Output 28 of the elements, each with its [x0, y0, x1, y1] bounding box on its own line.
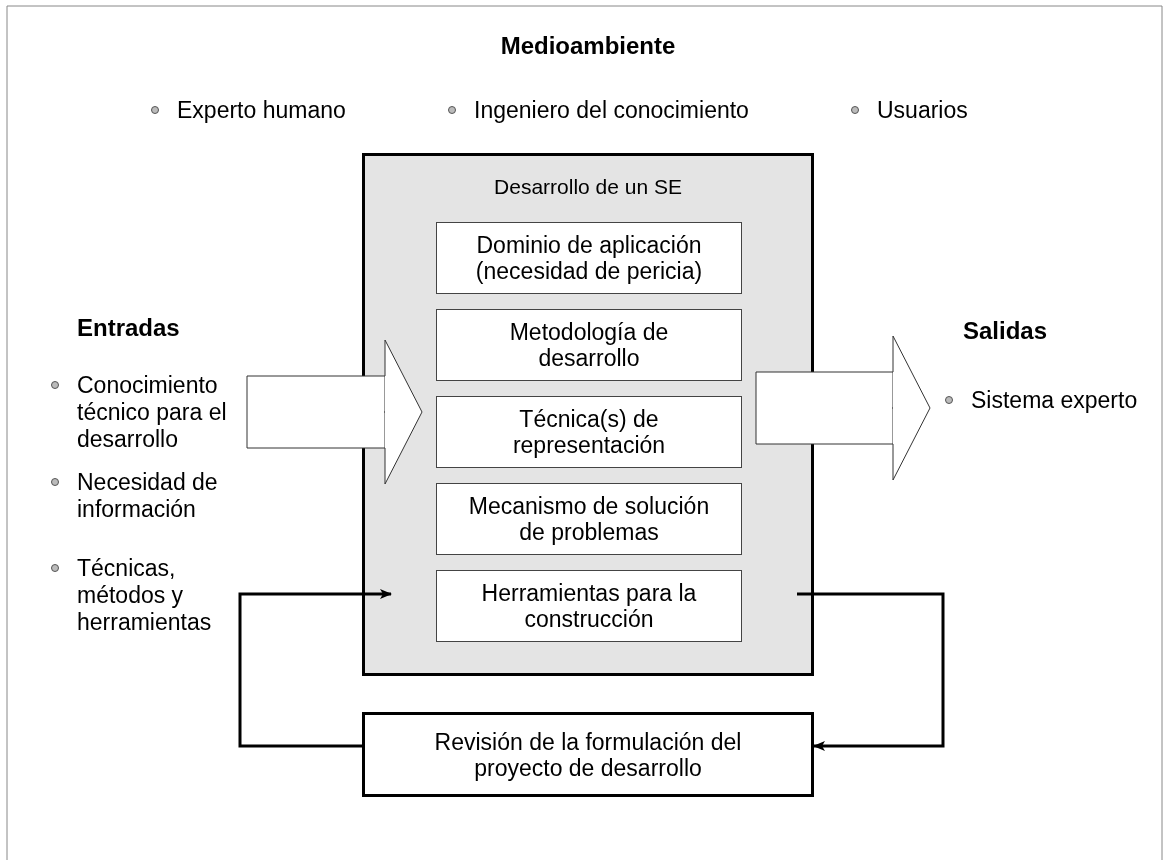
list-item: Técnicas, métodos y herramientas — [77, 555, 213, 636]
list-item: Experto humano — [177, 97, 347, 124]
diagram-title: Medioambiente — [499, 32, 677, 59]
box-label: Herramientas para la construcción — [480, 580, 698, 632]
connector-arrow — [238, 589, 392, 748]
system-panel — [362, 153, 814, 676]
box-label: Revisión de la formulación del proyecto de desarrollo — [433, 728, 743, 781]
box-label: Dominio de aplicación (necesidad de pericia) — [474, 232, 704, 284]
list-item: Conocimiento técnico para el desarrollo — [77, 372, 228, 453]
process-box — [362, 712, 814, 797]
list-item: Necesidad de información — [77, 469, 219, 523]
process-box — [436, 309, 742, 381]
box-label: Metodología de desarrollo — [508, 319, 670, 371]
section-heading: Entradas — [77, 314, 181, 341]
panel-heading: Desarrollo de un SE — [493, 174, 683, 200]
process-box — [436, 570, 742, 642]
process-box — [436, 483, 742, 555]
block-arrow — [755, 335, 931, 481]
list-item: Usuarios — [877, 97, 969, 124]
list-item: Ingeniero del conocimiento — [474, 97, 750, 124]
box-label: Técnica(s) de representación — [511, 406, 667, 458]
process-box — [436, 222, 742, 294]
block-arrow — [246, 339, 423, 485]
box-label: Mecanismo de solución de problemas — [467, 493, 711, 545]
section-heading: Salidas — [963, 317, 1049, 344]
connector-arrow — [797, 592, 945, 751]
list-item: Sistema experto — [971, 387, 1139, 414]
process-box — [436, 396, 742, 468]
